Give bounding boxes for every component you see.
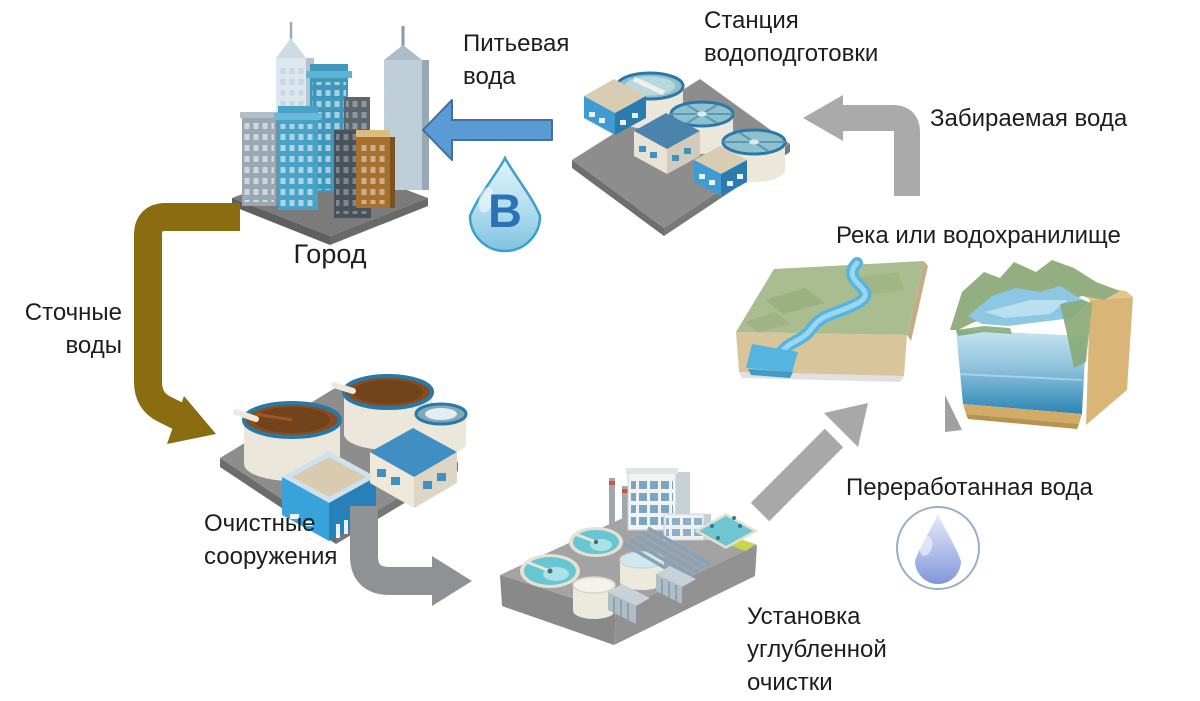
label-intake-water: Забираемая вода	[930, 105, 1128, 132]
label-advanced-plant: Установка углубленной очистки	[747, 603, 887, 697]
arrow-intake-water	[803, 95, 920, 196]
arrow-recycled-to-river	[750, 403, 868, 522]
river-illustration	[736, 257, 928, 382]
label-recycled-water: Переработанная вода	[846, 474, 1093, 501]
arrow-wastewater	[134, 203, 240, 444]
label-city: Город	[293, 239, 367, 269]
label-river-or-reservoir: Река или водохранилище	[836, 222, 1121, 249]
arrow-sewage-to-advanced	[350, 506, 472, 606]
advanced-plant-illustration	[500, 468, 758, 645]
label-drinking-water: Питьевая вода	[463, 30, 570, 91]
reservoir-illustration	[945, 260, 1133, 432]
treatment-station-illustration	[572, 71, 790, 236]
recycled-water-drop-icon	[896, 506, 980, 590]
drop-letter-v: В	[488, 184, 522, 237]
arrow-drinking-water	[422, 99, 553, 161]
skyscrapers	[240, 22, 429, 218]
label-sewage-plant: Очистные сооружения	[204, 510, 338, 571]
drinking-water-drop-icon	[468, 155, 542, 253]
city-illustration	[232, 22, 429, 245]
label-wastewater: Сточные воды	[24, 299, 122, 360]
label-treatment-station: Станция водоподготовки	[704, 7, 879, 68]
